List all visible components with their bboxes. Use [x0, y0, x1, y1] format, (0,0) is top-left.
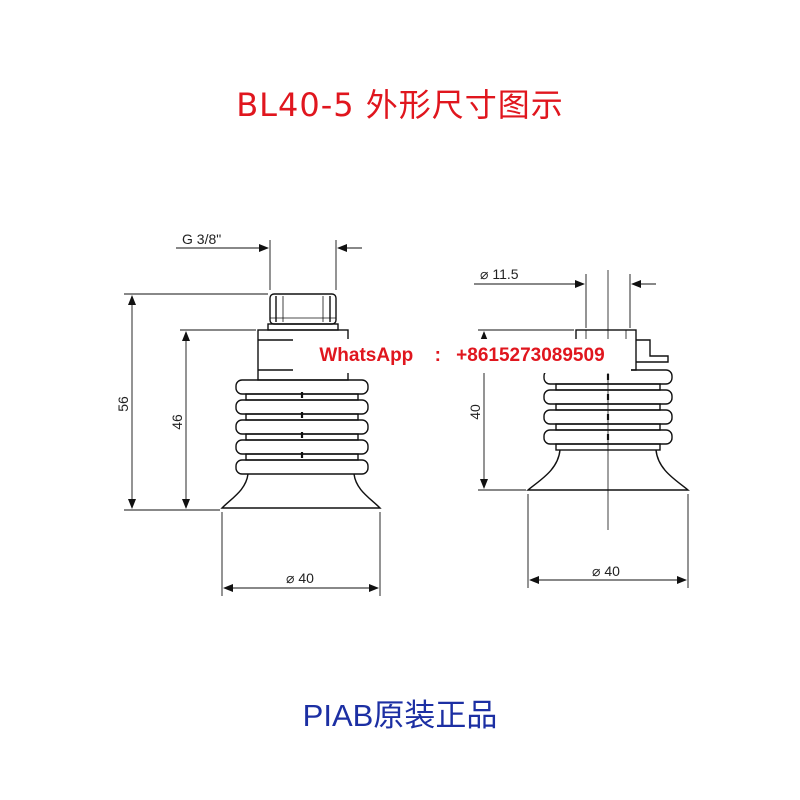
left-view — [124, 240, 382, 596]
diameter-label-left: ⌀ 40 — [286, 570, 314, 586]
whatsapp-watermark: WhatsApp : +8615273089509 — [293, 339, 631, 373]
height-body-dimension — [180, 329, 256, 509]
diameter-dimension-left — [221, 512, 381, 596]
diameter-dimension-right — [527, 494, 689, 588]
height-label-right: 40 — [467, 404, 483, 420]
inner-diameter-label: ⌀ 11.5 — [480, 266, 519, 282]
page-title: BL40-5 外形尺寸图示 — [236, 86, 564, 124]
height-body-label: 46 — [169, 414, 185, 430]
suction-lip — [220, 473, 382, 509]
watermark-phone: +8615273089509 — [456, 345, 605, 366]
watermark-label: WhatsApp — [319, 345, 414, 366]
right-view — [474, 270, 690, 588]
footer-text: PIAB原装正品 — [302, 698, 498, 733]
inner-diameter-dimension — [474, 274, 656, 328]
thread-dimension — [176, 240, 362, 290]
height-total-label: 56 — [115, 396, 131, 412]
thread-label: G 3/8" — [182, 231, 221, 247]
thread-fitting — [267, 293, 339, 331]
diameter-label-right: ⌀ 40 — [592, 563, 620, 579]
watermark-separator: : — [434, 345, 441, 366]
height-total-dimension — [124, 293, 268, 511]
